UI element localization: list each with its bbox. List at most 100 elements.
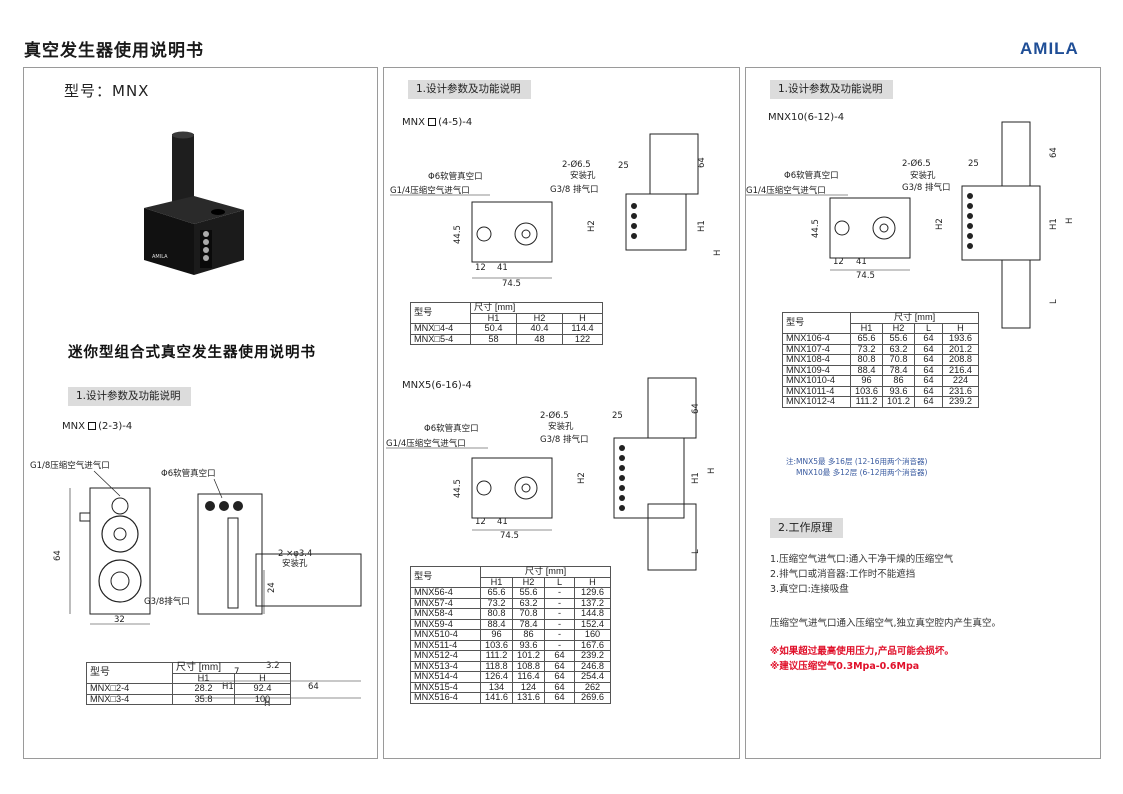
cell-l: - (544, 587, 575, 599)
cell-h1: 96 (850, 375, 883, 387)
cell-model: MNX514-4 (410, 671, 481, 683)
dim-64: 64 (691, 403, 701, 414)
th-h1: H1 (470, 312, 517, 324)
cell-model: MNX58-4 (410, 608, 481, 620)
cell-h2: 70.8 (512, 608, 545, 620)
th-size: 尺寸 [mm] (172, 662, 291, 674)
dim-44-5: 44.5 (453, 479, 463, 498)
cell-l: 64 (544, 692, 575, 704)
dim-74-5: 74.5 (500, 531, 519, 541)
brand-logo: AMILA (1020, 39, 1079, 58)
cell-l: 64 (914, 364, 943, 376)
cell-l: - (544, 639, 575, 651)
label-holes-desc: 安装孔 (570, 170, 596, 181)
cell-h2: 116.4 (512, 671, 545, 683)
dim-l: L (691, 549, 701, 554)
dim-12: 12 (475, 517, 486, 527)
cell-h2: 86 (882, 375, 915, 387)
cell-model: MNX516-4 (410, 692, 481, 704)
cell-l: 64 (914, 343, 943, 355)
manual-subtitle: 迷你型组合式真空发生器使用说明书 (68, 345, 316, 361)
table-row: MNX□3-4 35.8 100 (86, 693, 291, 705)
cell-h: 152.4 (574, 618, 611, 630)
cell-h1: 111.2 (850, 396, 883, 408)
label-holes: 2-Ø6.5 (540, 410, 569, 421)
cell-h1: 73.2 (480, 597, 513, 609)
cell-h2: 40.4 (516, 323, 563, 335)
cell-h2: 63.2 (512, 597, 545, 609)
cell-l: 64 (914, 333, 943, 345)
dim-h: H (707, 468, 717, 474)
cell-h: 122 (562, 333, 603, 345)
principle-item-1: 1.压缩空气进气口:通入干净干燥的压缩空气 (770, 554, 954, 565)
label-exhaust: G3/8 排气口 (540, 434, 588, 445)
cell-model: MNX106-4 (782, 333, 851, 345)
label-vacuum: Φ6软管真空口 (424, 423, 479, 434)
cell-model: MNX1010-4 (782, 375, 851, 387)
cell-h2: 101.2 (512, 650, 545, 662)
cell-model: MNX59-4 (410, 618, 481, 630)
table-row: MNX□5-4 58 48 122 (410, 333, 603, 345)
cell-h2: 93.6 (512, 639, 545, 651)
square-symbol (428, 118, 437, 126)
cell-h2: 124 (512, 681, 545, 693)
label-holes-desc: 安装孔 (548, 421, 574, 432)
cell-h: 92.4 (234, 683, 291, 695)
dim-h1: H1 (1049, 218, 1059, 230)
cell-h: 144.8 (574, 608, 611, 620)
dim-41: 41 (497, 517, 508, 527)
panel-mnx-overview: 型号：MNX AMILA 迷你型组合式真空发生器使用说明书 1.设计参数及功能说… (23, 67, 378, 759)
label-exhaust: G3/8 排气口 (902, 182, 950, 193)
fig-suffix: (2-3)-4 (98, 421, 133, 432)
cell-l: - (544, 618, 575, 630)
th-h1: H1 (172, 672, 235, 684)
label-vacuum: Φ6软管真空口 (161, 468, 216, 479)
cell-h: 254.4 (574, 671, 611, 683)
technical-drawing-mnx23: G1/8压缩空气进气口 G3/8排气口 64 32 Φ6软管真空口 2 ×φ3.… (30, 460, 362, 709)
cell-h: 160 (574, 629, 611, 641)
label-inlet: G1/4压缩空气进气口 (386, 438, 466, 449)
section-design-params: 1.设计参数及功能说明 (770, 80, 893, 99)
document-title: 真空发生器使用说明书 (24, 41, 204, 61)
cell-h2: 93.6 (882, 385, 915, 397)
label-holes: 2-Ø6.5 (562, 159, 591, 170)
cell-h: 129.6 (574, 587, 611, 599)
cell-h2: 48 (516, 333, 563, 345)
dim-64: 64 (697, 157, 707, 168)
cell-h1: 88.4 (480, 618, 513, 630)
cell-h1: 118.8 (480, 660, 513, 672)
figure-label-4-5: MNX (4-5)-4 (402, 117, 472, 128)
cell-h: 114.4 (562, 323, 603, 335)
model-title: 型号：MNX (64, 82, 150, 100)
cell-model: MNX511-4 (410, 639, 481, 651)
principle-item-3: 3.真空口:连接吸盘 (770, 584, 849, 595)
dim-h1: H1 (691, 472, 701, 484)
figure-label-mnx5: MNX5(6-16)-4 (402, 380, 472, 391)
dim-25: 25 (968, 159, 979, 169)
th-l: L (914, 322, 943, 334)
cell-model: MNX108-4 (782, 354, 851, 366)
table-row: MNX□4-4 50.4 40.4 114.4 (410, 323, 603, 335)
cell-h1: 35.8 (172, 693, 235, 705)
cell-h: 231.6 (942, 385, 979, 397)
th-h2: H2 (516, 312, 563, 324)
cell-model: MNX512-4 (410, 650, 481, 662)
dim-41: 41 (497, 263, 508, 273)
th-h2: H2 (882, 322, 915, 334)
dim-12: 12 (475, 263, 486, 273)
cell-h2: 101.2 (882, 396, 915, 408)
cell-h1: 65.6 (480, 587, 513, 599)
th-model: 型号 (86, 662, 173, 684)
cell-model: MNX56-4 (410, 587, 481, 599)
principle-text: 压缩空气进气口通入压缩空气,独立真空腔内产生真空。 (770, 618, 1002, 629)
label-vacuum: Φ6软管真空口 (428, 171, 483, 182)
cell-h2: 55.6 (512, 587, 545, 599)
